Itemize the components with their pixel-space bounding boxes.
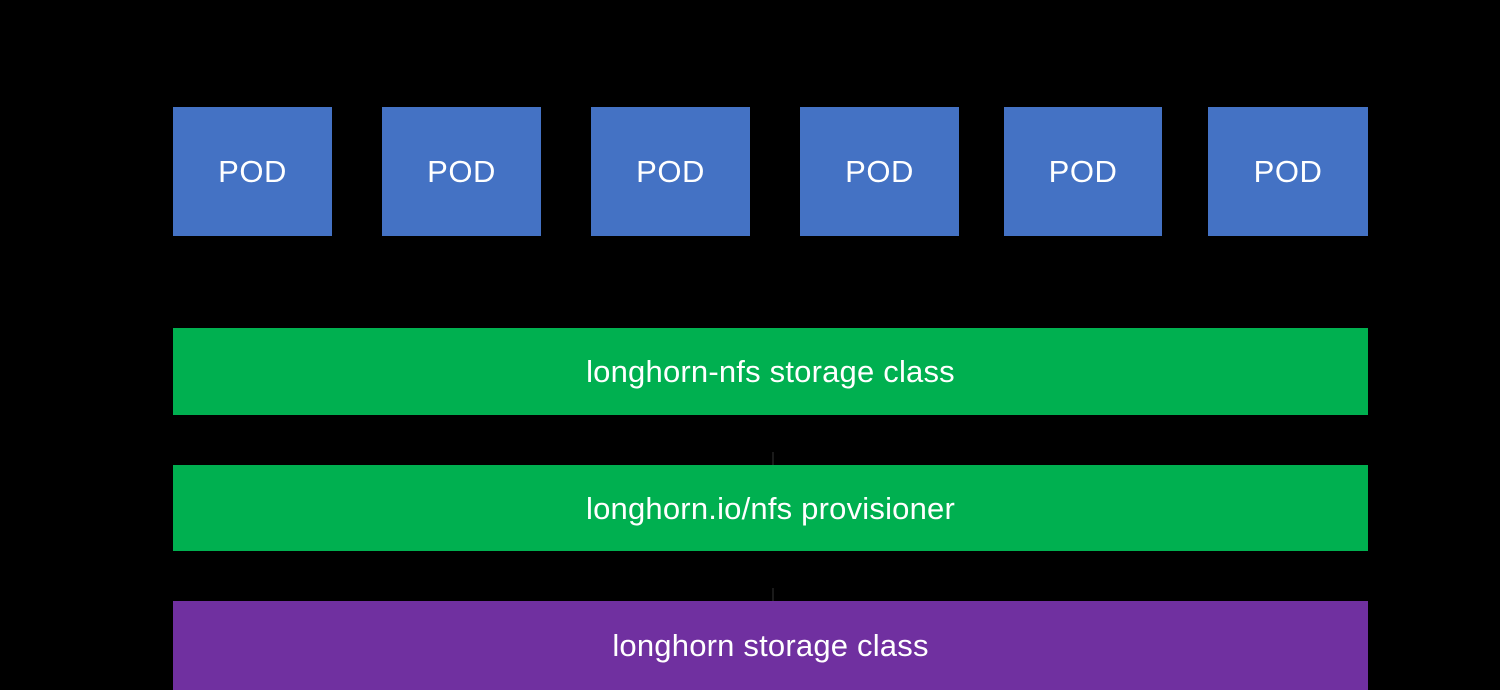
pod-box[interactable]: POD [800,107,959,236]
pod-label: POD [1048,154,1118,189]
pod-label: POD [427,154,496,189]
pod-box[interactable]: POD [1208,107,1368,236]
layer-bar-longhorn-storage-class[interactable]: longhorn storage class [173,601,1368,690]
pod-label: POD [218,154,287,189]
pod-label: POD [1253,154,1323,189]
pod-label: POD [845,154,914,189]
pod-box[interactable]: POD [591,107,750,236]
pod-box[interactable]: POD [1004,107,1162,236]
layer-bar-label: longhorn.io/nfs provisioner [586,490,955,526]
connector-line [772,452,774,466]
layer-bar-longhorn-nfs-storage-class[interactable]: longhorn-nfs storage class [173,328,1368,415]
layer-bar-label: longhorn-nfs storage class [586,354,955,389]
pod-label: POD [636,154,705,189]
connector-line [772,588,774,602]
layer-bar-longhorn-io-nfs-provisioner[interactable]: longhorn.io/nfs provisioner [173,465,1368,551]
pod-row: POD POD POD POD POD POD [0,107,1500,236]
layer-bar-label: longhorn storage class [612,628,929,663]
pod-box[interactable]: POD [173,107,332,236]
pod-box[interactable]: POD [382,107,541,236]
